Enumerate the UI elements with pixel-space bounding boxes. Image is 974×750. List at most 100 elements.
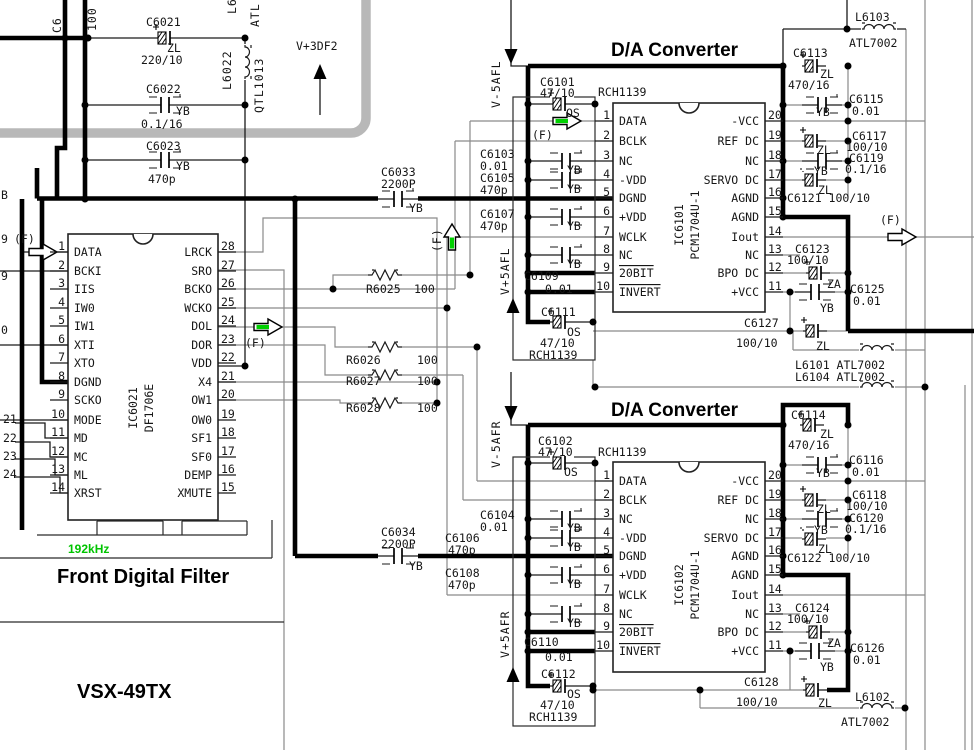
junction-dot <box>524 176 532 184</box>
pin-number: 6 <box>58 332 65 346</box>
label: B <box>1 188 8 202</box>
junction-dot <box>291 195 299 203</box>
junction-dot <box>433 378 441 386</box>
label: RCH1139 <box>529 710 578 724</box>
ic-refdes: IC6101 <box>672 204 686 246</box>
pin-number: 16 <box>221 462 235 476</box>
label: L6102 <box>855 690 890 704</box>
pin-number: 20 <box>768 108 782 122</box>
pin-number: 20 <box>221 387 235 401</box>
label: 470p <box>148 172 176 186</box>
pin-number: 14 <box>51 480 65 494</box>
label: 9 <box>1 232 8 246</box>
pin-label: REF DC <box>717 134 759 148</box>
pin-number: 19 <box>221 407 235 421</box>
junction-dot <box>433 399 441 407</box>
pin-number: 17 <box>768 167 782 181</box>
pin-number: 23 <box>221 332 235 346</box>
label: 100 <box>417 401 438 415</box>
label: (F) <box>245 336 266 350</box>
label: V+5AFL <box>498 247 512 295</box>
label: YB <box>820 301 834 315</box>
label: VSX-49TX <box>77 681 172 703</box>
label: C6114 <box>791 408 826 422</box>
pin-number: 1 <box>603 468 610 482</box>
label: C6117 <box>852 129 887 143</box>
junction-dot <box>524 100 532 108</box>
label: C6119 <box>849 151 884 165</box>
junction-dot <box>844 628 852 636</box>
label: 100/10 <box>787 253 829 267</box>
label: C6109 <box>524 269 559 283</box>
label: L6104 ATL7002 <box>795 370 885 384</box>
pin-label: WCLK <box>619 230 647 244</box>
label: C6128 <box>744 675 779 689</box>
label: 47/10 <box>540 336 575 350</box>
junction-dot <box>843 25 851 33</box>
label: YB <box>820 660 834 674</box>
resistor <box>367 268 403 282</box>
label: 2200P <box>381 537 416 551</box>
ic-partnumber: PCM1704U-1 <box>688 550 702 619</box>
label: C6108 <box>445 566 480 580</box>
label: C6112 <box>541 667 576 681</box>
label: R6028 <box>346 401 381 415</box>
label: RCH1139 <box>529 348 578 362</box>
label: ZA <box>827 277 841 291</box>
junction-dot <box>844 496 852 504</box>
label: 0.01 <box>480 520 508 534</box>
pin-number: 8 <box>603 601 610 615</box>
power-arrow-up-icon <box>506 298 520 313</box>
pin-label: MD <box>74 431 88 445</box>
label: 0.01 <box>545 650 573 664</box>
pin-number: 17 <box>768 525 782 539</box>
label: OS <box>564 465 578 479</box>
pin-number: 4 <box>603 167 610 181</box>
label: C6115 <box>849 92 884 106</box>
pin-label: DGND <box>74 375 102 389</box>
pin-label: REF DC <box>717 493 759 507</box>
label: C6107 <box>480 207 515 221</box>
pin-label: Iout <box>731 588 759 602</box>
junction-dot <box>591 383 599 391</box>
label: RCH1139 <box>598 445 647 459</box>
pin-label: DOR <box>191 338 212 352</box>
label: YB <box>814 164 828 178</box>
pin-label: ML <box>74 468 88 482</box>
label: D/A Converter <box>611 40 739 61</box>
junction-dot <box>786 647 794 655</box>
junction-dot <box>844 101 852 109</box>
label: C6023 <box>146 139 181 153</box>
label: C6022 <box>146 82 181 96</box>
pin-number: 16 <box>768 543 782 557</box>
junction-dot <box>443 304 451 312</box>
pin-label: X4 <box>198 375 212 389</box>
junction-dot <box>81 156 89 164</box>
junction-dot <box>901 704 909 712</box>
junction-dot <box>524 288 532 296</box>
pin-label: XTO <box>74 356 95 370</box>
signal-arrow-green-icon <box>253 318 283 336</box>
power-arrow-down-icon <box>504 406 518 421</box>
power-arrow-up-icon <box>506 667 520 682</box>
pin-number: 8 <box>603 242 610 256</box>
pin-label: DATA <box>619 474 647 488</box>
junction-dot <box>786 288 794 296</box>
pin-label: IW1 <box>74 319 95 333</box>
label: 21 <box>3 412 17 426</box>
junction-dot <box>844 137 852 145</box>
pin-number: 18 <box>221 425 235 439</box>
label: C6118 <box>852 488 887 502</box>
junction-dot <box>696 686 704 694</box>
pin-number: 10 <box>596 279 610 293</box>
cap-electrolytic <box>800 316 828 340</box>
label: (F) <box>532 128 553 142</box>
label: C6034 <box>381 525 416 539</box>
ic-notch <box>132 233 154 245</box>
label: C6106 <box>445 531 480 545</box>
label: YB <box>814 523 828 537</box>
label: 23 <box>3 449 17 463</box>
pin-label: OW1 <box>191 393 212 407</box>
label: 192kHz <box>68 542 109 556</box>
